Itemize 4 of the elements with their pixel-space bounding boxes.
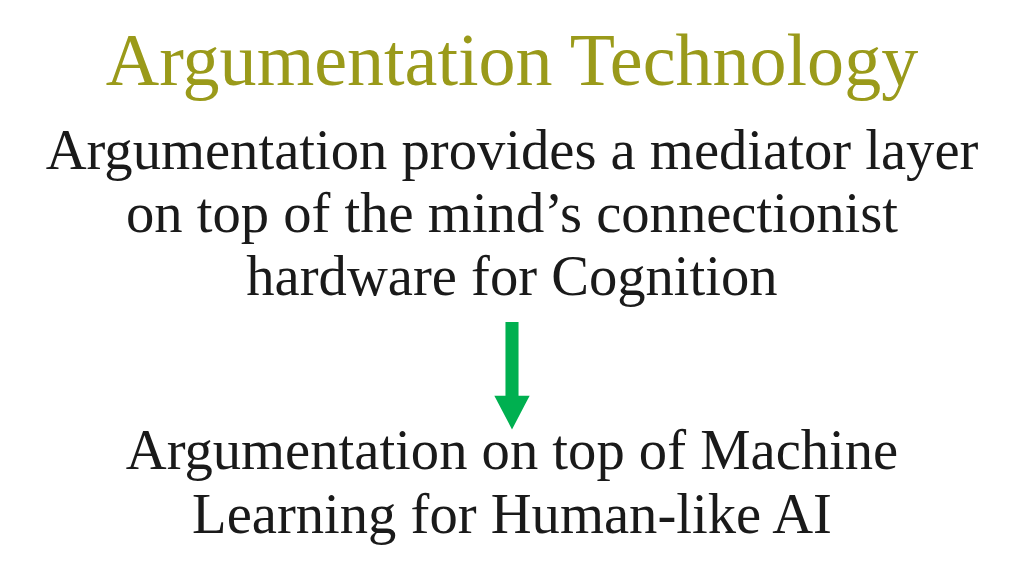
arrow <box>494 322 530 430</box>
node-text: Argumentation provides a mediator layer on top of the mind’s connectionist hardware for Cognition <box>45 118 979 308</box>
node-text: Argumentation on top of Machine Learning for Human-like AI <box>125 419 899 545</box>
diagram-title: Argumentation Technology <box>105 18 919 101</box>
